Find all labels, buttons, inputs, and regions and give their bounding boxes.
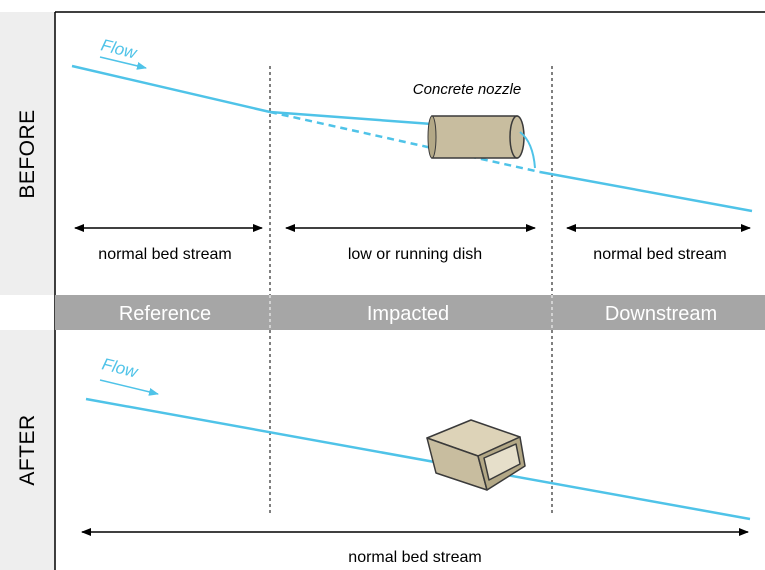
displaced-culvert bbox=[426, 419, 526, 491]
span-label-after: normal bed stream bbox=[348, 549, 481, 566]
bed-line-upstream-before bbox=[71, 64, 271, 114]
zone-band bbox=[55, 295, 765, 330]
nozzle-label: Concrete nozzle bbox=[413, 81, 521, 98]
flow-label-after: Flow bbox=[100, 354, 141, 382]
span-label-right-before: normal bed stream bbox=[593, 246, 726, 263]
original-bed-dashed bbox=[269, 110, 541, 174]
water-surface-to-nozzle bbox=[269, 110, 433, 126]
flow-arrow-before bbox=[99, 56, 147, 70]
nozzle-outfall bbox=[519, 131, 536, 169]
zone-reference-label: Reference bbox=[119, 303, 211, 325]
zone-downstream-label: Downstream bbox=[605, 303, 717, 325]
zone-impacted-label: Impacted bbox=[367, 303, 449, 325]
concrete-nozzle bbox=[427, 115, 525, 159]
bed-line-downstream-before bbox=[539, 170, 753, 213]
flow-arrow-after bbox=[99, 379, 159, 396]
bed-line-after bbox=[85, 397, 751, 521]
after-panel-label: AFTER bbox=[0, 330, 55, 570]
span-label-middle-before: low or running dish bbox=[348, 246, 482, 263]
before-panel-label: BEFORE bbox=[0, 12, 55, 295]
span-label-left-before: normal bed stream bbox=[98, 246, 231, 263]
